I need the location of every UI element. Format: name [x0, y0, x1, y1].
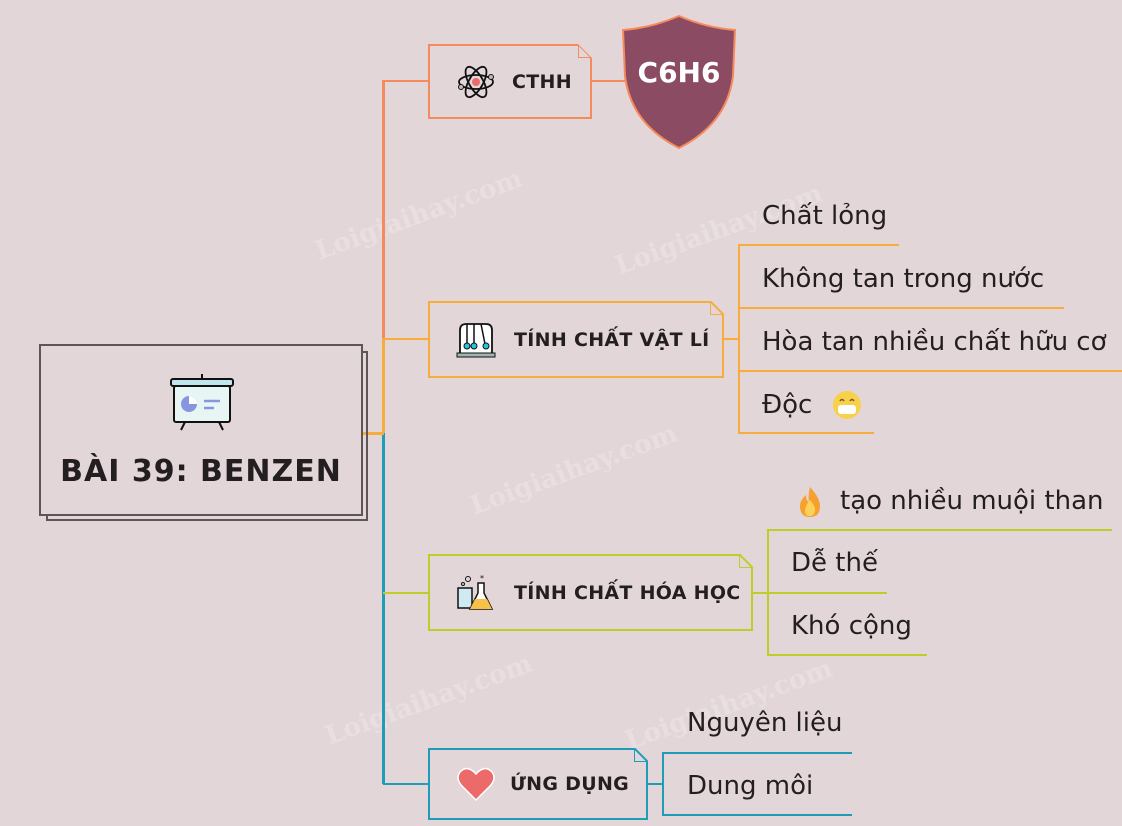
connector-hoa-hoc — [383, 592, 429, 594]
leaf-doc[interactable]: Độc — [762, 390, 861, 420]
central-title: BÀI 39: BENZEN — [60, 454, 342, 489]
trunk-line-lower — [382, 433, 385, 784]
leaf-doc-text: Độc — [762, 390, 813, 420]
central-node[interactable]: BÀI 39: BENZEN — [39, 344, 363, 516]
leaf-khong-tan[interactable]: Không tan trong nước — [762, 264, 1045, 294]
central-connector — [362, 432, 384, 435]
leaf-underline — [738, 307, 1064, 309]
folded-corner — [739, 554, 753, 568]
branch-ung-dung[interactable]: ỨNG DỤNG — [428, 748, 648, 820]
leaf-underline — [767, 592, 887, 594]
leaf-hoa-tan[interactable]: Hòa tan nhiều chất hữu cơ — [762, 327, 1107, 357]
connector-cthh — [383, 80, 429, 82]
connector-vat-li — [383, 338, 429, 340]
branch-label-hoa-hoc: TÍNH CHẤT HÓA HỌC — [514, 581, 741, 604]
branch-vat-li[interactable]: TÍNH CHẤT VẬT LÍ — [428, 301, 724, 378]
heart-icon — [457, 767, 495, 802]
branch-hoa-hoc[interactable]: * TÍNH CHẤT HÓA HỌC — [428, 554, 753, 631]
leaf-underline — [662, 752, 852, 754]
watermark: Loigiaihay.com — [321, 648, 537, 752]
fire-icon — [800, 487, 820, 517]
leaf-underline — [738, 244, 899, 246]
folded-corner — [634, 748, 648, 762]
branch-label-ung-dung: ỨNG DỤNG — [510, 773, 630, 795]
watermark: Loigiaihay.com — [311, 163, 527, 267]
connector — [752, 592, 768, 594]
svg-text:*: * — [480, 574, 484, 583]
mask-face-icon — [833, 391, 861, 419]
leaf-underline — [662, 814, 852, 816]
leaf-de-the[interactable]: Dễ thế — [791, 548, 878, 578]
newton-cradle-icon — [456, 322, 496, 357]
presentation-board-icon — [170, 374, 234, 431]
leaf-dung-moi[interactable]: Dung môi — [687, 771, 814, 801]
leaf-underline — [738, 370, 1122, 372]
connector — [647, 783, 663, 785]
watermark: Loigiaihay.com — [466, 418, 682, 522]
leaf-nguyen-lieu[interactable]: Nguyên liệu — [687, 708, 843, 738]
leaf-underline — [767, 529, 1112, 531]
trunk-line-cthh — [382, 80, 385, 339]
leaf-muoi-than[interactable]: tạo nhiều muội than — [796, 486, 1104, 517]
leaf-underline — [767, 654, 927, 656]
lab-flask-icon: * — [457, 574, 494, 610]
leaf-muoi-than-text: tạo nhiều muội than — [840, 486, 1104, 516]
connector-ung-dung — [383, 783, 429, 785]
folded-corner — [578, 44, 592, 58]
watermark: Loigiaihay.com — [621, 653, 837, 757]
branch-cthh[interactable]: CTHH — [428, 44, 592, 119]
shield-badge — [621, 14, 737, 150]
branch-label-cthh: CTHH — [512, 70, 572, 93]
trunk-line-vat-li — [382, 338, 385, 434]
badge-formula: C6H6 — [637, 56, 721, 89]
connector-badge — [592, 80, 626, 82]
leaf-chat-long[interactable]: Chất lỏng — [762, 201, 888, 231]
connector — [723, 338, 739, 340]
leaf-bracket — [662, 752, 664, 816]
leaf-underline — [738, 432, 874, 434]
leaf-kho-cong[interactable]: Khó cộng — [791, 611, 912, 641]
atom-icon — [458, 65, 494, 98]
folded-corner — [710, 301, 724, 315]
branch-label-vat-li: TÍNH CHẤT VẬT LÍ — [514, 328, 710, 351]
leaf-bracket — [738, 244, 740, 434]
